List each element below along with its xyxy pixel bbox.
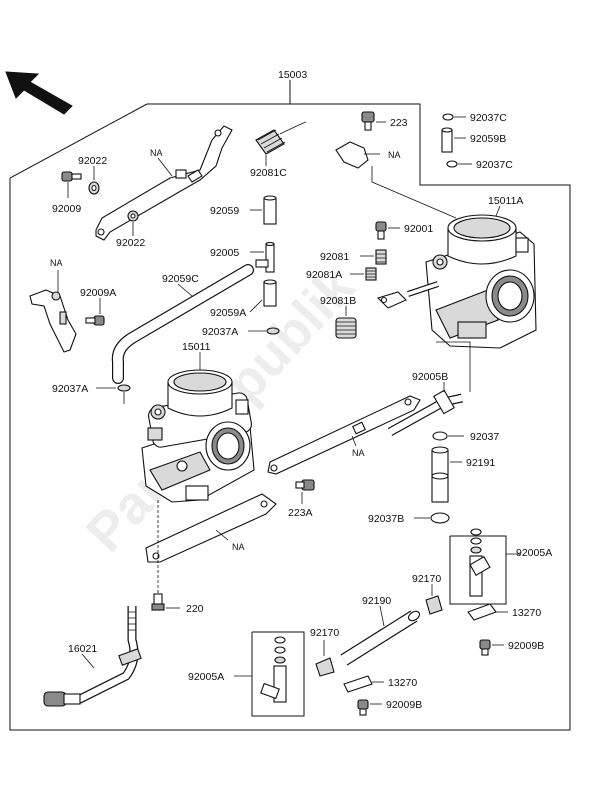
label-92001: 92001 — [404, 223, 433, 235]
plug-92059a — [263, 279, 277, 307]
label-92022-a: 92022 — [78, 155, 107, 167]
screw-223a — [295, 479, 315, 491]
label-na-top-left: NA — [150, 148, 163, 158]
plug-92059b — [441, 127, 453, 153]
label-220: 220 — [186, 603, 204, 615]
label-92037: 92037 — [470, 431, 499, 443]
label-na-top-right: NA — [388, 150, 401, 160]
screw-92009b-right — [479, 639, 491, 656]
clip-92170-lower — [315, 657, 335, 677]
label-13270-right: 13270 — [512, 607, 541, 619]
plate-13270-lower — [343, 675, 373, 693]
label-92009b-right: 92009B — [508, 640, 544, 652]
label-92170-right: 92170 — [412, 573, 441, 585]
label-15011: 15011 — [182, 341, 211, 353]
label-92037b: 92037B — [368, 513, 404, 525]
spring-92081b — [335, 317, 357, 339]
label-92037a-upper: 92037A — [202, 326, 238, 338]
label-92059c: 92059C — [162, 273, 199, 285]
label-92037a-lower: 92037A — [52, 383, 88, 395]
label-92009a: 92009A — [80, 287, 116, 299]
label-na-left: NA — [50, 258, 63, 268]
plug-92059 — [263, 195, 277, 225]
label-92081c: 92081C — [250, 167, 287, 179]
carburetor-15011a — [425, 214, 537, 349]
washer-92022-a — [88, 181, 100, 195]
label-92005: 92005 — [210, 247, 239, 259]
fitting-92005b — [387, 389, 463, 436]
label-16021: 16021 — [68, 643, 97, 655]
na-bracket-top — [95, 125, 233, 241]
label-223: 223 — [390, 117, 408, 129]
label-15011a: 15011A — [488, 195, 523, 207]
clip-92037c-lower — [446, 160, 458, 168]
label-92059: 92059 — [210, 205, 239, 217]
hose-92059c — [111, 264, 254, 384]
label-92081a: 92081A — [306, 269, 342, 281]
screw-92009a — [85, 315, 105, 326]
label-92081b: 92081B — [320, 295, 356, 307]
clip-92037a-upper — [266, 327, 280, 335]
label-92191: 92191 — [466, 457, 495, 469]
clip-92170-right — [425, 595, 443, 615]
label-92037c-lower: 92037C — [476, 159, 513, 171]
hose-92191 — [431, 446, 449, 503]
na-bracket-middle — [267, 395, 421, 475]
label-92022-b: 92022 — [116, 237, 145, 249]
washer-92022-b — [127, 210, 139, 222]
na-bracket-left — [29, 289, 77, 353]
clip-92037b — [430, 512, 450, 524]
kit-box-92005a-left — [251, 631, 305, 717]
na-bracket-bottom — [145, 493, 277, 563]
label-92005a-left: 92005A — [188, 671, 224, 683]
screw-92009b-lower — [357, 699, 369, 716]
choke-cable-16021 — [43, 606, 142, 707]
label-92190: 92190 — [362, 595, 391, 607]
label-92037c-upper: 92037C — [470, 112, 507, 124]
screw-92081 — [375, 249, 387, 265]
label-92170-lower: 92170 — [310, 627, 339, 639]
carburetor-15011 — [141, 369, 255, 503]
label-92009: 92009 — [52, 203, 81, 215]
label-223a: 223A — [288, 507, 313, 519]
kit-box-92005a-right — [449, 528, 507, 605]
spring-92081a — [365, 267, 377, 281]
plate-13270-right — [467, 603, 497, 621]
hose-92190 — [340, 610, 421, 666]
assembly-frame — [9, 80, 571, 731]
screw-92009 — [61, 171, 82, 182]
spring-92081c — [255, 121, 307, 155]
fitting-92005 — [255, 241, 275, 273]
clip-92037 — [432, 431, 448, 441]
na-bracket-top-right — [335, 141, 380, 169]
screw-92001 — [375, 221, 387, 240]
label-na-middle: NA — [352, 448, 365, 458]
label-92081: 92081 — [320, 251, 349, 263]
bolt-220 — [151, 500, 165, 611]
label-92009b-lower: 92009B — [386, 699, 422, 711]
label-92005a-right: 92005A — [516, 547, 552, 559]
label-92059b: 92059B — [470, 133, 506, 145]
clip-92037c-upper — [442, 113, 454, 121]
screw-223 — [361, 111, 375, 131]
label-na-bottom: NA — [232, 542, 245, 552]
direction-arrow-icon — [5, 71, 73, 115]
clip-92037a-lower — [117, 384, 131, 404]
label-92005b: 92005B — [412, 371, 448, 383]
choke-lever — [376, 281, 439, 309]
label-13270-lower: 13270 — [388, 677, 417, 689]
label-assembly-15003: 15003 — [278, 69, 307, 81]
label-92059a: 92059A — [210, 307, 246, 319]
